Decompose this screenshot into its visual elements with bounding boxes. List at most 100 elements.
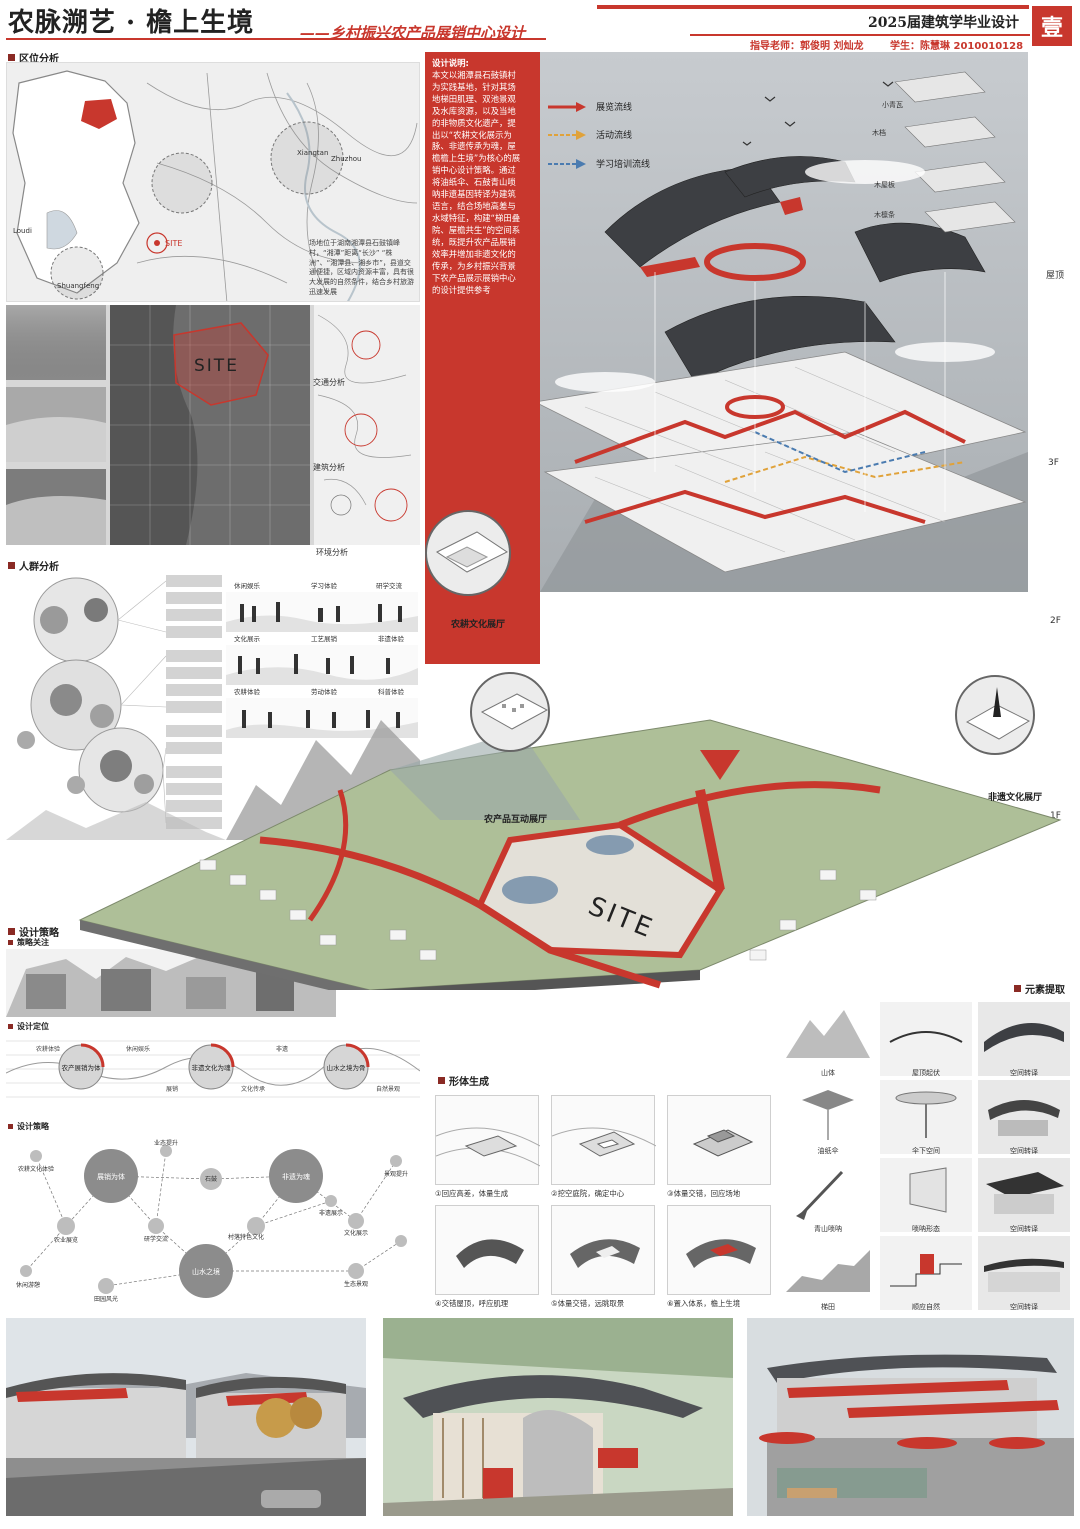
form-step-3 (667, 1095, 771, 1185)
floor-label-2f: 2F (1050, 616, 1061, 626)
strategy-node: 非遗展示 (319, 1209, 343, 1217)
roof-curve-icon (889, 1031, 963, 1043)
location-map: Xiangtan Zhuzhou Shuangfeng SITE Loudi (7, 63, 419, 301)
activity-label: 文化展示 (234, 634, 261, 643)
positioning-node: 农产展销为体 (62, 1063, 102, 1072)
positioning-node: 山水之境为骨 (327, 1063, 366, 1072)
form-step-caption: ①回应高差，体量生成 (435, 1189, 509, 1198)
strategy-node: 石鼓 (205, 1175, 217, 1183)
form-step-6-sketch (686, 1239, 756, 1268)
rendering-street-view (6, 1318, 366, 1516)
legend-arrow-icon (548, 101, 586, 112)
callout-heritage-hall: 非遗文化展厅 (988, 793, 1043, 803)
site-terrain-axon: SITE (78, 719, 1062, 990)
section-marker-icon (1014, 985, 1021, 992)
positioning-diagram: 农产展销为体 非遗文化为魂 山水之境为骨 农耕体验 休闲娱乐 文化传承 展销 非… (6, 1040, 420, 1098)
section-marker-icon (8, 1024, 13, 1029)
element-umbrella-space: 伞下空间 (880, 1080, 972, 1155)
product-hall-sketch (480, 693, 548, 730)
strategy-node: 农业展览 (54, 1236, 78, 1244)
crowd-section-label: 人群分析 (8, 558, 59, 573)
form-step-2 (551, 1095, 657, 1185)
nature-section-icon (890, 1254, 962, 1287)
form-step-2-sketch (551, 1127, 657, 1157)
roof-part-label: 小青瓦 (882, 101, 903, 109)
activity-label: 农耕体验 (234, 687, 261, 696)
year-title: 2025届建筑学毕业设计 (868, 15, 1019, 31)
section-marker-icon (8, 562, 15, 569)
strategy-node: 生态景观 (344, 1280, 368, 1288)
legend-arrow-icon (548, 129, 586, 140)
info-divider (690, 34, 1030, 36)
element-suona-form: 唢呐形态 (880, 1158, 972, 1233)
strategy-focus-label: 策略关注 (8, 937, 49, 948)
location-description: 场地位于湖南湘潭县石鼓镇峰村，“湘潭”距离“长沙” “株洲”、“湘潭县、湘乡市”… (309, 239, 414, 296)
environment-analysis-caption: 环境分析 (316, 548, 348, 557)
street-rendering (6, 1318, 366, 1516)
terrace-building-icon (984, 1258, 1064, 1292)
form-step-5-sketch (570, 1239, 640, 1268)
floor-label-1f: 1F (1050, 811, 1061, 821)
activity-label: 科普体验 (378, 687, 405, 696)
student-text: 学生：陈慧琳 2010010128 (890, 41, 1024, 52)
element-suona: 青山唢呐 (782, 1158, 874, 1233)
form-step-caption: ⑥置入体系，檐上生境 (667, 1299, 741, 1308)
umbrella-roof-icon (988, 1100, 1060, 1136)
site-aerial-graphic: SITE (6, 305, 420, 545)
courtyard-rendering (383, 1318, 733, 1516)
design-positioning-label: 设计定位 (8, 1021, 49, 1032)
element-translation-4: 空间转译 (978, 1236, 1070, 1311)
positioning-tag: 农耕体验 (36, 1045, 60, 1053)
roof-part-label: 木檩条 (874, 211, 895, 219)
map-site-label: SITE (165, 239, 182, 248)
strategy-node: 休闲游憩 (16, 1281, 40, 1289)
section-marker-icon (8, 940, 13, 945)
positioning-node: 非遗文化为魂 (192, 1063, 232, 1072)
terrace-icon (786, 1250, 870, 1292)
roof-part-label: 木档 (872, 129, 886, 137)
strategy-big-node: 展销为体 (97, 1172, 125, 1181)
crowd-analysis-panel: 休闲娱乐 学习体验 研学交流 文化展示 工艺展销 非遗体验 农耕体验 劳动体验 … (6, 570, 420, 840)
callout-product-hall: 农产品互动展厅 (484, 815, 548, 825)
legend-learning: 学习培训流线 (548, 157, 650, 170)
strategy-panel: 策略关注 设计定位 农产展销为体 非遗文化为魂 山水之境为骨 农耕体验 休闲娱乐 (6, 935, 420, 1307)
element-translation-2: 空间转译 (978, 1080, 1070, 1155)
strategy-node: 景观提升 (384, 1170, 408, 1178)
rendering-plaza-view (747, 1318, 1074, 1516)
activity-label: 研学交流 (376, 581, 403, 590)
strategy-map-label: 设计策略 (8, 1121, 49, 1132)
strategy-node: 村落特色文化 (228, 1233, 264, 1241)
legend-exhibition: 展览流线 (548, 100, 632, 113)
element-roof-curve: 屋顶起伏 (880, 1002, 972, 1077)
legend-activity: 活动流线 (548, 128, 632, 141)
section-marker-icon (8, 1124, 13, 1129)
design-notes-text: 设计说明: 本文以湘潭县石鼓镇村为实践基地，针对其场地梯田肌理、双池景观及水库资… (432, 58, 521, 295)
callout-farming-hall: 农耕文化展厅 (451, 620, 506, 630)
farming-hall-detail (425, 510, 511, 596)
activity-label: 非遗体验 (378, 634, 405, 643)
positioning-tag: 展销 (166, 1085, 178, 1093)
legend-arrow-icon (548, 158, 586, 169)
city-highlight (81, 99, 117, 129)
map-label: Loudi (13, 227, 32, 235)
element-terrace: 梯田 (782, 1236, 874, 1311)
map-label: Zhuzhou (331, 155, 362, 163)
form-step-4 (435, 1205, 539, 1295)
roof-part-label: 木屋板 (874, 181, 895, 189)
product-hall-detail (470, 672, 550, 752)
strategy-node: 文化展示 (344, 1229, 368, 1237)
strategy-node: 业态提升 (154, 1139, 178, 1147)
aerial-site-label: SITE (194, 356, 239, 376)
page-subtitle: ——乡村振兴农产品展销中心设计 (300, 24, 526, 42)
location-map-panel: Xiangtan Zhuzhou Shuangfeng SITE Loudi 场… (6, 62, 420, 302)
form-step-6 (667, 1205, 771, 1295)
rendering-courtyard-view (383, 1318, 733, 1516)
form-step-1 (435, 1095, 541, 1185)
element-mountain: 山体 (782, 1002, 874, 1077)
location-section-label: 区位分析 (8, 50, 59, 65)
roof-model-icon (984, 1023, 1064, 1052)
header-accent-bar (597, 5, 1029, 9)
activity-label: 劳动体验 (311, 687, 338, 696)
umbrella-icon (802, 1090, 854, 1140)
element-nature: 顺应自然 (880, 1236, 972, 1311)
